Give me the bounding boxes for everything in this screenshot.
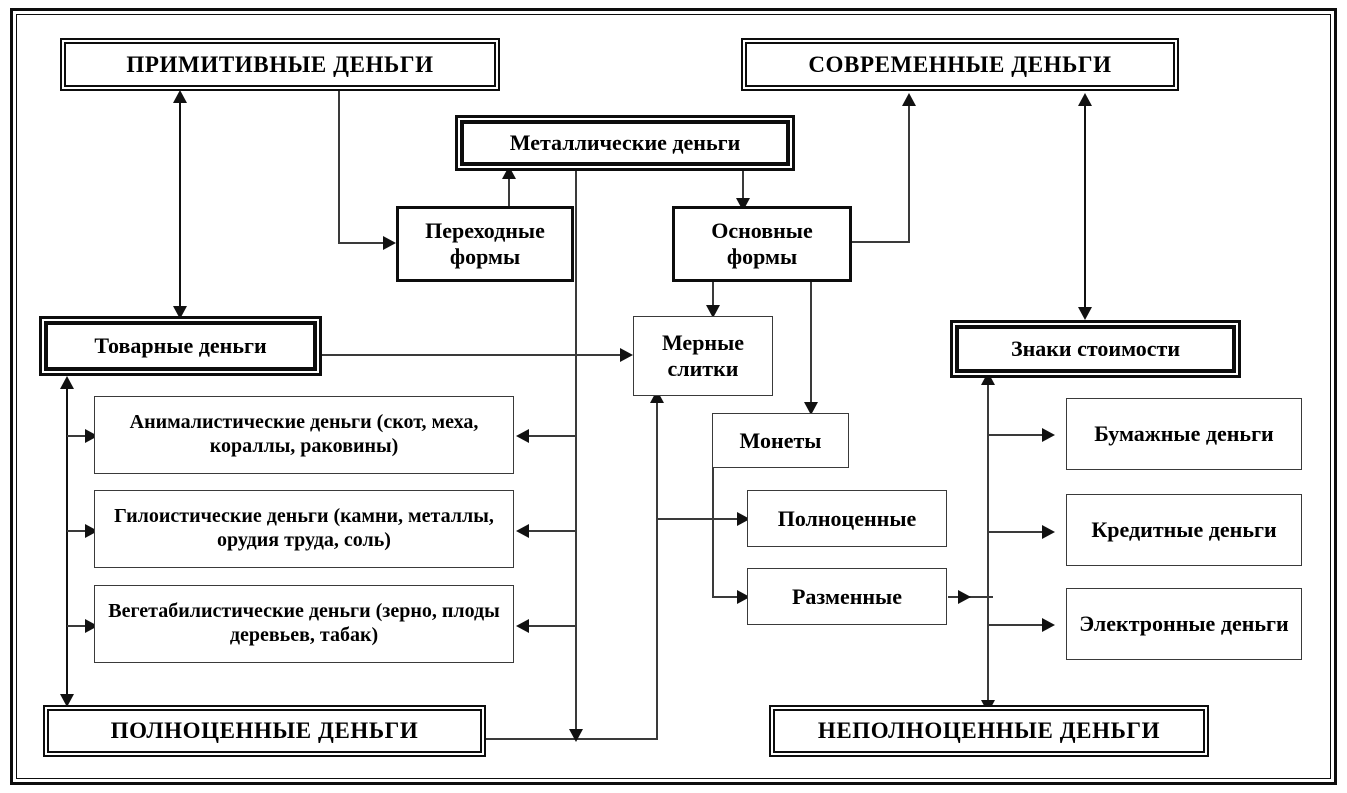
- connector-fullvalue-ingots-v: [656, 400, 658, 740]
- connector-commodity-fullvalue: [66, 386, 69, 703]
- connector-basic-modern-h: [852, 241, 910, 243]
- connector-primitive-transitional-v: [338, 91, 340, 243]
- connector-metallic-trunk: [575, 171, 577, 739]
- node-full-value-coins-label: Полноценные: [777, 505, 917, 531]
- node-basic-forms[interactable]: Основные формы: [672, 206, 852, 282]
- node-full-value-money-label: ПОЛНОЦЕННЫЕ ДЕНЬГИ: [110, 718, 419, 744]
- arrow-right-value-signs-trunk: [958, 590, 971, 604]
- connector-coins-token-h: [712, 596, 746, 598]
- node-measured-ingots-label: Мерные слитки: [661, 330, 745, 381]
- node-modern-money[interactable]: СОВРЕМЕННЫЕ ДЕНЬГИ: [741, 38, 1179, 91]
- connector-trunk-animalistic: [527, 435, 576, 437]
- connector-primitive-transitional-h: [338, 242, 394, 244]
- node-electronic-money[interactable]: Электронные деньги: [1066, 588, 1302, 660]
- node-commodity-money-label: Товарные деньги: [94, 333, 267, 359]
- node-coins[interactable]: Монеты: [712, 413, 849, 468]
- connector-modern-valuesigns: [1084, 103, 1087, 316]
- node-value-signs[interactable]: Знаки стоимости: [950, 320, 1241, 378]
- arrow-down-measured-ingots: [706, 305, 720, 318]
- node-transitional-forms[interactable]: Переходные формы: [396, 206, 574, 282]
- arrow-left-animalistic: [516, 429, 529, 443]
- connector-trunk-electronic: [988, 624, 1050, 626]
- connector-trunk-vegetabilistic: [527, 625, 576, 627]
- arrow-up-modern-money-right: [1078, 93, 1092, 106]
- arrow-right-paper-money: [1042, 428, 1055, 442]
- arrow-right-measured-ingots: [620, 348, 633, 362]
- arrow-left-hyloistic: [516, 524, 529, 538]
- node-paper-money-label: Бумажные деньги: [1094, 421, 1274, 447]
- connector-basic-ingots: [712, 281, 714, 313]
- connector-primitive-commodity: [179, 100, 182, 315]
- node-basic-forms-label: Основные формы: [711, 218, 813, 269]
- node-token-coins-label: Разменные: [791, 583, 902, 609]
- node-commodity-money[interactable]: Товарные деньги: [39, 316, 322, 376]
- node-vegetabilistic-money-label: Вегетабилистические деньги (зерно, плоды…: [108, 600, 500, 646]
- arrow-down-value-signs: [1078, 307, 1092, 320]
- connector-transitional-metallic: [508, 175, 510, 210]
- node-value-signs-label: Знаки стоимости: [1010, 336, 1181, 362]
- arrow-right-transitional-forms: [383, 236, 396, 250]
- arrow-up-primitive-money: [173, 90, 187, 103]
- arrow-down-metallic-trunk-end: [569, 729, 583, 742]
- node-deficient-money[interactable]: НЕПОЛНОЦЕННЫЕ ДЕНЬГИ: [769, 705, 1209, 757]
- node-primitive-money-label: ПРИМИТИВНЫЕ ДЕНЬГИ: [126, 51, 434, 77]
- connector-left-vegetabilistic: [67, 625, 93, 627]
- arrow-up-modern-money-left: [902, 93, 916, 106]
- node-animalistic-money-label: Анималистические деньги (скот, меха, кор…: [129, 411, 479, 457]
- arrow-down-coins: [804, 402, 818, 415]
- arrow-right-credit-money: [1042, 525, 1055, 539]
- connector-left-animalistic: [67, 435, 93, 437]
- arrow-left-vegetabilistic: [516, 619, 529, 633]
- connector-trunk-paper: [988, 434, 1050, 436]
- node-paper-money[interactable]: Бумажные деньги: [1066, 398, 1302, 470]
- node-modern-money-label: СОВРЕМЕННЫЕ ДЕНЬГИ: [808, 51, 1112, 77]
- arrow-right-full-value-coins: [737, 512, 750, 526]
- node-vegetabilistic-money[interactable]: Вегетабилистические деньги (зерно, плоды…: [94, 585, 514, 663]
- diagram-outer-frame: [10, 8, 1337, 785]
- node-electronic-money-label: Электронные деньги: [1079, 611, 1289, 637]
- connector-metallic-basic: [742, 171, 744, 207]
- node-metallic-money[interactable]: Металлические деньги: [455, 115, 795, 171]
- node-hyloistic-money[interactable]: Гилоистические деньги (камни, металлы, о…: [94, 490, 514, 568]
- node-measured-ingots[interactable]: Мерные слитки: [633, 316, 773, 396]
- connector-commodity-ingots: [322, 354, 627, 356]
- arrow-up-commodity-money-bottom: [60, 376, 74, 389]
- node-animalistic-money[interactable]: Анималистические деньги (скот, меха, кор…: [94, 396, 514, 474]
- node-hyloistic-money-label: Гилоистические деньги (камни, металлы, о…: [114, 505, 494, 551]
- connector-coins-fullvalue-h: [712, 518, 746, 520]
- node-deficient-money-label: НЕПОЛНОЦЕННЫЕ ДЕНЬГИ: [817, 718, 1161, 744]
- connector-left-hyloistic: [67, 530, 93, 532]
- node-full-value-coins[interactable]: Полноценные: [747, 490, 947, 547]
- node-transitional-forms-label: Переходные формы: [425, 218, 545, 269]
- node-credit-money[interactable]: Кредитные деньги: [1066, 494, 1302, 566]
- arrow-right-token-coins: [737, 590, 750, 604]
- connector-basic-coins: [810, 281, 812, 411]
- connector-valuesigns-trunk: [987, 382, 989, 712]
- connector-basic-modern-v: [908, 103, 910, 243]
- node-full-value-money[interactable]: ПОЛНОЦЕННЫЕ ДЕНЬГИ: [43, 705, 486, 757]
- connector-trunk-hyloistic: [527, 530, 576, 532]
- arrow-down-full-value-money: [60, 694, 74, 707]
- node-token-coins[interactable]: Разменные: [747, 568, 947, 625]
- node-metallic-money-label: Металлические деньги: [509, 130, 741, 156]
- connector-branch-fullvalue-coins: [656, 518, 745, 520]
- node-credit-money-label: Кредитные деньги: [1091, 517, 1277, 543]
- node-primitive-money[interactable]: ПРИМИТИВНЫЕ ДЕНЬГИ: [60, 38, 500, 91]
- node-coins-label: Монеты: [739, 427, 822, 453]
- arrow-right-electronic-money: [1042, 618, 1055, 632]
- connector-coins-split-v: [712, 466, 714, 597]
- arrow-down-commodity-money: [173, 306, 187, 319]
- connector-trunk-credit: [988, 531, 1050, 533]
